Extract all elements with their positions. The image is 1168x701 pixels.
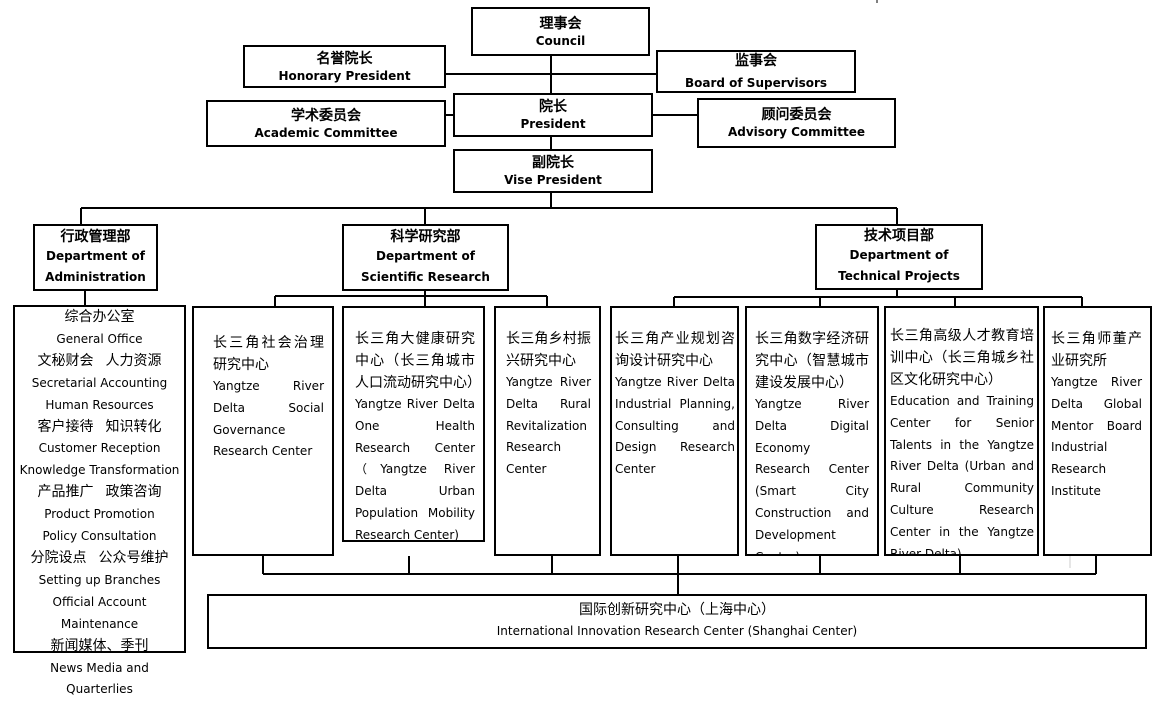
supervisors-zh: 监事会 — [735, 52, 777, 70]
research-center-mentor-board: 长三角师董产业研究所 Yangtze River Delta Global Me… — [1043, 306, 1152, 556]
supervisors-en: Board of Supervisors — [685, 75, 827, 91]
research-center-digital-economy: 长三角数字经济研究中心（智慧城市建设发展中心） Yangtze River De… — [745, 306, 879, 556]
office-en-secretarial-accounting: Secretarial Accounting — [15, 373, 184, 395]
council-box: 理事会 Council — [471, 7, 650, 56]
office-zh-row-2: 文秘财会人力资源 — [15, 351, 184, 373]
office-en-official-account: Official Account Maintenance — [15, 592, 184, 636]
office-en-policy-consultation: Policy Consultation — [15, 526, 184, 548]
rc-industrial-planning-en: Yangtze River Delta Industrial Planning,… — [615, 372, 735, 481]
honorary-president-en: Honorary President — [278, 68, 410, 84]
honorary-president-box: 名誉院长 Honorary President — [243, 45, 446, 88]
office-zh-row-1: 综合办公室 — [15, 307, 184, 329]
advisory-committee-box: 顾问委员会 Advisory Committee — [697, 98, 896, 148]
rc-one-health-zh: 长三角大健康研究中心（长三角城市人口流动研究中心） — [355, 328, 475, 394]
office-zh-product-promotion: 产品推广 — [38, 484, 94, 500]
council-title-zh: 理事会 — [540, 15, 582, 33]
academic-committee-box: 学术委员会 Academic Committee — [206, 100, 446, 147]
vice-president-en: Vise President — [504, 172, 602, 188]
office-zh-row-5: 分院设点公众号维护 — [15, 548, 184, 570]
research-center-senior-talents: 长三角高级人才教育培训中心（长三角城乡社区文化研究中心） Education a… — [884, 306, 1039, 556]
office-zh-row-3: 客户接待知识转化 — [15, 417, 184, 439]
office-zh-row-6: 新闻媒体、季刊 — [15, 636, 184, 658]
academic-committee-zh: 学术委员会 — [291, 107, 361, 125]
rc-mentor-board-zh: 长三角师董产业研究所 — [1051, 328, 1142, 372]
dept-administration-box: 行政管理部 Department of Administration — [33, 224, 158, 291]
dept-technical-projects-zh: 技术项目部 — [864, 227, 934, 245]
rc-digital-economy-en: Yangtze River Delta Digital Economy Rese… — [755, 394, 869, 556]
dept-administration-en2: Administration — [45, 267, 146, 288]
office-zh-human-resources: 人力资源 — [106, 353, 162, 369]
office-zh-policy-consultation: 政策咨询 — [106, 484, 162, 500]
office-en-setting-up-branches: Setting up Branches — [15, 570, 184, 592]
rc-rural-revitalization-en: Yangtze River Delta Rural Revitalization… — [506, 372, 591, 481]
dept-administration-en1: Department of — [46, 246, 145, 267]
advisory-committee-en: Advisory Committee — [728, 124, 865, 140]
office-en-product-promotion: Product Promotion — [15, 504, 184, 526]
office-en-customer-reception: Customer Reception — [15, 438, 184, 460]
office-en-knowledge-transformation: Knowledge Transformation — [15, 460, 184, 482]
rc-senior-talents-zh: 长三角高级人才教育培训中心（长三角城乡社区文化研究中心） — [890, 325, 1034, 391]
rc-social-governance-zh: 长三角社会治理研究中心 — [213, 332, 324, 376]
advisory-committee-zh: 顾问委员会 — [762, 106, 832, 124]
dept-scientific-research-zh: 科学研究部 — [391, 228, 461, 246]
dept-technical-projects-en2: Technical Projects — [838, 266, 960, 287]
office-zh-secretarial-accounting: 文秘财会 — [38, 353, 94, 369]
dept-scientific-research-box: 科学研究部 Department of Scientific Research — [342, 224, 509, 291]
office-zh-knowledge-transformation: 知识转化 — [106, 419, 162, 435]
president-zh: 院长 — [539, 98, 567, 116]
rc-senior-talents-en: Education and Training Center for Senior… — [890, 391, 1034, 556]
dept-scientific-research-en2: Scientific Research — [361, 267, 490, 288]
dept-technical-projects-en1: Department of — [849, 245, 948, 266]
president-en: President — [520, 116, 585, 132]
shanghai-center-zh: 国际创新研究中心（上海中心） — [209, 600, 1145, 621]
research-center-social-governance: 长三角社会治理研究中心 Yangtze River Delta Social G… — [192, 306, 334, 556]
rc-mentor-board-en: Yangtze River Delta Global Mentor Board … — [1051, 372, 1142, 503]
office-zh-customer-reception: 客户接待 — [38, 419, 94, 435]
council-title-en: Council — [536, 33, 585, 49]
office-en-human-resources: Human Resources — [15, 395, 184, 417]
rc-one-health-en: Yangtze River Delta One Health Research … — [355, 394, 475, 542]
office-zh-general-office: 综合办公室 — [65, 309, 135, 325]
rc-industrial-planning-zh: 长三角产业规划咨询设计研究中心 — [615, 328, 735, 372]
supervisors-box: 监事会 Board of Supervisors — [656, 50, 856, 93]
research-center-one-health: 长三角大健康研究中心（长三角城市人口流动研究中心） Yangtze River … — [342, 306, 485, 542]
office-zh-official-account: 公众号维护 — [99, 550, 169, 566]
rc-social-governance-en: Yangtze River Delta Social Governance Re… — [213, 376, 324, 463]
rc-digital-economy-zh: 长三角数字经济研究中心（智慧城市建设发展中心） — [755, 328, 869, 394]
honorary-president-zh: 名誉院长 — [317, 50, 373, 68]
dept-administration-zh: 行政管理部 — [61, 228, 131, 246]
dept-technical-projects-box: 技术项目部 Department of Technical Projects — [815, 224, 983, 290]
office-en-general-office: General Office — [15, 329, 184, 351]
vice-president-box: 副院长 Vise President — [453, 149, 653, 193]
office-zh-news-media: 新闻媒体、季刊 — [51, 638, 149, 654]
general-office-list: 综合办公室 General Office 文秘财会人力资源 Secretaria… — [13, 305, 186, 653]
academic-committee-en: Academic Committee — [254, 125, 397, 141]
shanghai-center-box: 国际创新研究中心（上海中心） International Innovation … — [207, 594, 1147, 649]
research-center-rural-revitalization: 长三角乡村振兴研究中心 Yangtze River Delta Rural Re… — [494, 306, 601, 556]
president-box: 院长 President — [453, 93, 653, 137]
research-center-industrial-planning: 长三角产业规划咨询设计研究中心 Yangtze River Delta Indu… — [610, 306, 739, 556]
office-zh-row-4: 产品推广政策咨询 — [15, 482, 184, 504]
rc-rural-revitalization-zh: 长三角乡村振兴研究中心 — [506, 328, 591, 372]
vice-president-zh: 副院长 — [532, 154, 574, 172]
office-zh-setting-up-branches: 分院设点 — [31, 550, 87, 566]
dept-scientific-research-en1: Department of — [376, 246, 475, 267]
office-en-news-media: News Media and Quarterlies — [15, 658, 184, 701]
shanghai-center-en: International Innovation Research Center… — [497, 624, 857, 638]
